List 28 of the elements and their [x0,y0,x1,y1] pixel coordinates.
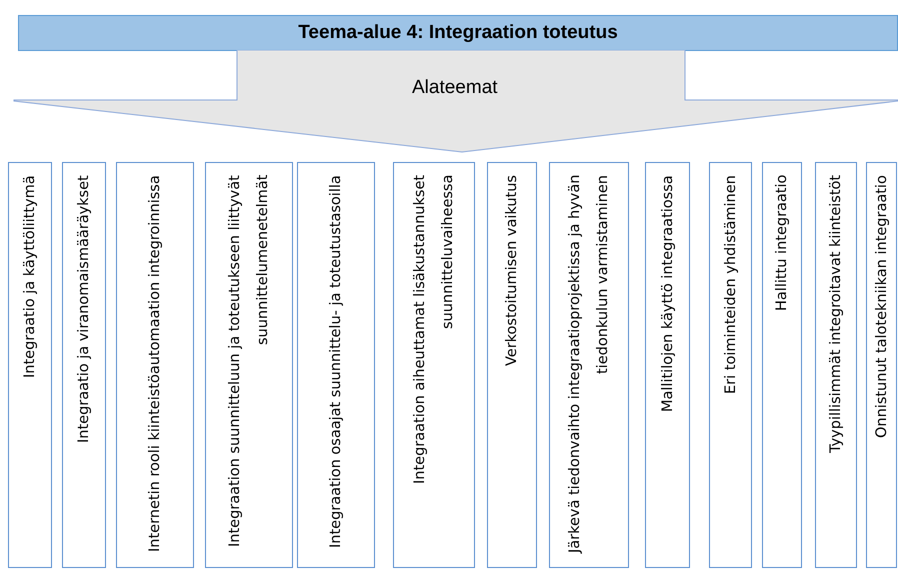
subtopic-box [549,162,629,568]
subtopic-text: Eri toiminteiden yhdistäminen [722,175,740,396]
subtopic-text: Onnistunut talotekniikan integraatio [872,175,890,440]
subtopic-box [116,162,194,568]
subtopic-text: Integraation suunnitteluun ja toteutukseen liittyvät suunnittelumenetelmät [226,175,272,549]
subtopic-box [709,162,752,568]
subtopic-box [205,162,293,568]
subtopic-box [762,162,802,568]
subtopic-text: Integraation aiheuttamat lisäkustannukset suunnitteluvaiheessa [411,175,457,486]
subtopic-box [815,162,857,568]
title-bar [18,15,898,51]
subtopic-box [297,162,375,568]
subtopic-box [8,162,52,568]
subtopic-box [645,162,690,568]
subtopic-text: Integraatio ja viranomaismääräykset [75,175,93,445]
subtopic-box [62,162,106,568]
subtopic-text: Tyypillisimmät integroitavat kiinteistöt [827,175,845,456]
subtopic-text: Integraation osaajat suunnittelu- ja toteutustasoilla [327,175,345,550]
title-text: Teema-alue 4: Integraation toteutus [298,22,618,44]
arrow-label: Alateemat [412,77,498,99]
subtopic-text: Integraatio ja käyttöliittymä [21,175,39,380]
subtopic-text: Verkostoitumisen vaikutus [503,175,521,368]
subtopic-text: Hallittu integraatio [773,175,791,314]
subtopic-text: Internetin rooli kiinteistöautomaation integroinnissa [146,175,164,554]
subtopic-text: Mallitilojen käyttö integraatiossa [658,175,676,414]
subtopic-box [393,162,475,568]
subtopic-box [487,162,537,568]
subtopic-box [866,162,897,568]
